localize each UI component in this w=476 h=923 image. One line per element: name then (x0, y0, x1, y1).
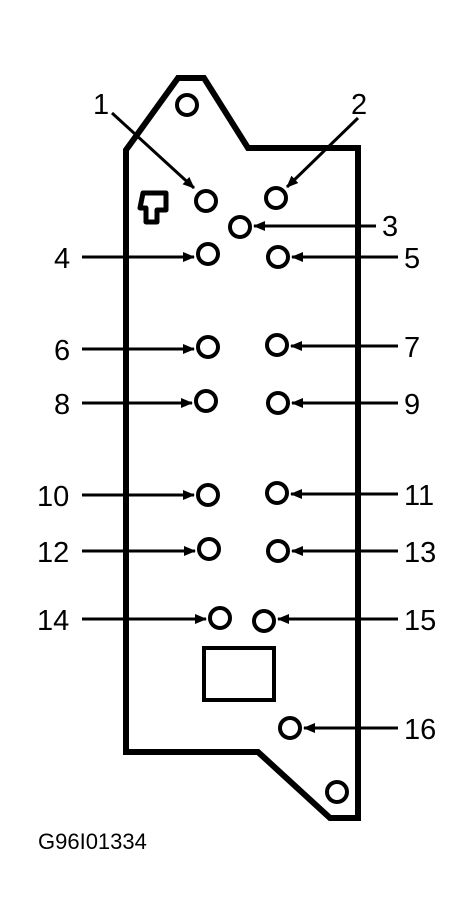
pin-label-11: 11 (404, 480, 434, 512)
pin-label-10: 10 (37, 481, 69, 513)
pin-label-15: 15 (404, 605, 436, 637)
pin-label-9: 9 (404, 389, 420, 421)
pin-hole-2 (264, 186, 288, 210)
pin-label-1: 1 (93, 89, 109, 121)
arrow-1 (110, 111, 196, 190)
pin-label-7: 7 (404, 332, 420, 364)
pin-hole-16 (278, 716, 302, 740)
figure-code: G96I01334 (38, 829, 147, 854)
pin-hole-13 (266, 539, 290, 563)
pin-label-14: 14 (37, 605, 69, 637)
mounting-hole-top (175, 93, 199, 117)
pin-label-3: 3 (382, 211, 398, 243)
pin-hole-3 (228, 215, 252, 239)
pin-hole-1 (194, 189, 218, 213)
pin-hole-15 (252, 609, 276, 633)
pin-hole-7 (265, 333, 289, 357)
pin-label-8: 8 (54, 389, 70, 421)
arrow-2 (285, 116, 360, 189)
pin-hole-14 (208, 606, 232, 630)
pin-hole-12 (197, 537, 221, 561)
polarizing-key-mark (137, 190, 169, 225)
pin-hole-11 (265, 481, 289, 505)
pin-label-5: 5 (404, 243, 420, 275)
pin-label-16: 16 (404, 714, 436, 746)
pin-hole-6 (196, 335, 220, 359)
pin-holes (194, 186, 302, 740)
pin-hole-4 (196, 242, 220, 266)
pin-labels: 1 2 3 4 5 6 7 8 9 10 11 12 13 14 15 16 (37, 89, 436, 746)
pin-hole-5 (266, 245, 290, 269)
leader-arrows (82, 111, 398, 733)
pin-label-4: 4 (54, 243, 70, 275)
pin-hole-8 (194, 389, 218, 413)
pin-label-13: 13 (404, 537, 436, 569)
pin-hole-10 (196, 483, 220, 507)
pin-label-6: 6 (54, 335, 70, 367)
mounting-hole-bottom (325, 780, 349, 804)
connector-outline (123, 75, 361, 821)
pin-label-2: 2 (351, 89, 367, 121)
pin-hole-9 (266, 391, 290, 415)
connector-rect-feature (202, 646, 276, 702)
pin-label-12: 12 (37, 537, 69, 569)
